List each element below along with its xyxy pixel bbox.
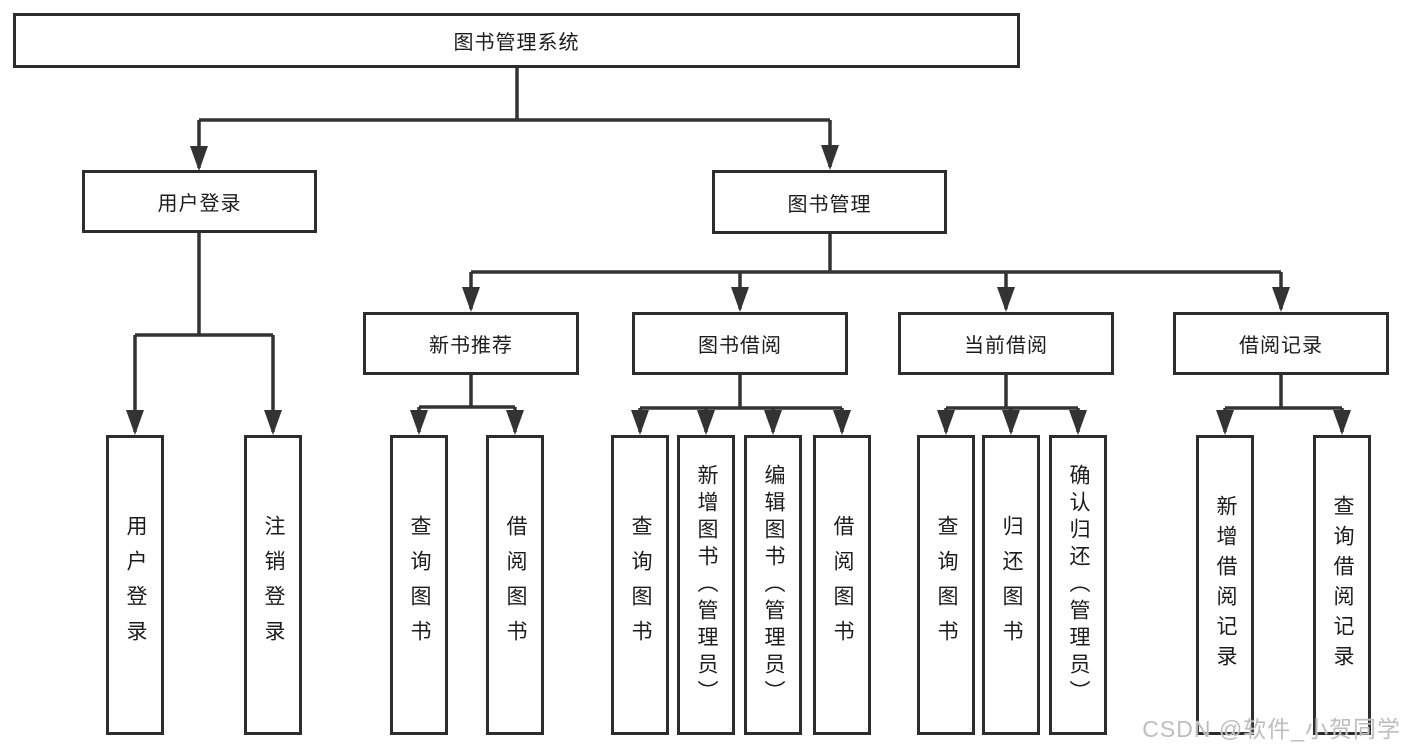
- leaf-label: 注销登录: [262, 515, 285, 655]
- leaf-edit-books-admin: 编辑图书（管理员）: [744, 435, 802, 735]
- node-book-management: 图书管理: [712, 170, 947, 234]
- node-label: 图书借阅: [698, 335, 782, 357]
- leaf-borrow-books-2: 借阅图书: [813, 435, 871, 735]
- node-user-login: 用户登录: [82, 170, 317, 233]
- leaf-label: 查询图书: [408, 515, 431, 655]
- leaf-label: 新增借阅记录: [1214, 495, 1237, 675]
- leaf-add-books-admin: 新增图书（管理员）: [677, 435, 735, 735]
- leaf-return-books: 归还图书: [982, 435, 1040, 735]
- leaf-query-books-3: 查询图书: [917, 435, 975, 735]
- leaf-label: 用户登录: [124, 515, 147, 655]
- arrowhead-icons: [126, 145, 1351, 435]
- leaf-label: 借阅图书: [504, 515, 527, 655]
- leaf-label: 确认归还（管理员）: [1067, 463, 1090, 707]
- node-label: 当前借阅: [964, 335, 1048, 357]
- leaf-label: 查询借阅记录: [1331, 495, 1354, 675]
- leaf-user-login: 用户登录: [106, 435, 164, 735]
- node-root-system: 图书管理系统: [13, 13, 1020, 68]
- leaf-confirm-return-admin: 确认归还（管理员）: [1049, 435, 1107, 735]
- node-label: 新书推荐: [429, 335, 513, 357]
- leaf-label: 新增图书（管理员）: [695, 463, 718, 707]
- node-label: 用户登录: [157, 193, 242, 215]
- node-label: 图书管理系统: [453, 32, 580, 54]
- csdn-watermark: CSDN @软件_小贺同学: [1142, 716, 1401, 742]
- node-book-borrowing: 图书借阅: [632, 312, 848, 375]
- node-borrowing-records: 借阅记录: [1173, 312, 1389, 375]
- node-label: 借阅记录: [1239, 335, 1323, 357]
- node-label: 图书管理: [787, 193, 872, 216]
- leaf-logout: 注销登录: [244, 435, 302, 735]
- leaf-label: 编辑图书（管理员）: [762, 463, 785, 707]
- leaf-query-borrow-record: 查询借阅记录: [1313, 435, 1371, 735]
- leaf-label: 查询图书: [935, 515, 958, 655]
- node-new-book-recommend: 新书推荐: [363, 312, 579, 375]
- leaf-add-borrow-record: 新增借阅记录: [1196, 435, 1254, 735]
- leaf-query-books-2: 查询图书: [611, 435, 669, 735]
- leaf-label: 查询图书: [629, 515, 652, 655]
- leaf-query-books-1: 查询图书: [390, 435, 448, 735]
- node-current-borrowing: 当前借阅: [898, 312, 1114, 375]
- leaf-label: 借阅图书: [831, 515, 854, 655]
- leaf-label: 归还图书: [1000, 515, 1023, 655]
- leaf-borrow-books-1: 借阅图书: [486, 435, 544, 735]
